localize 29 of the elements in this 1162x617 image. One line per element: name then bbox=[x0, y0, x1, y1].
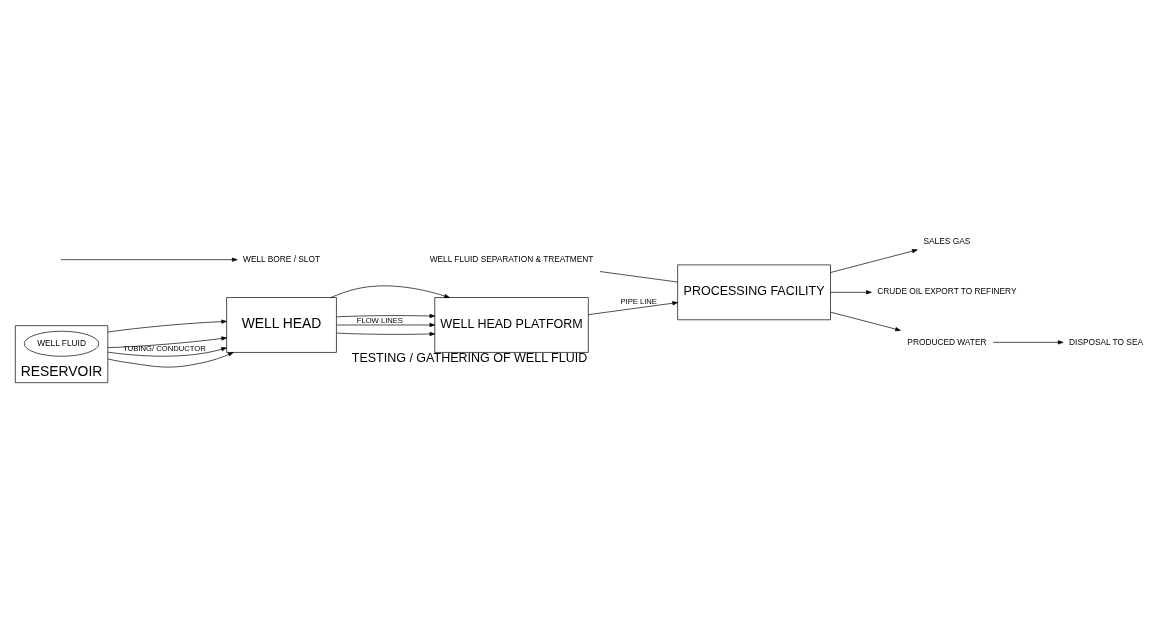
node-text: PRODUCED WATER bbox=[907, 336, 987, 347]
arrow bbox=[107, 335, 227, 348]
arrow bbox=[61, 257, 238, 262]
arrow bbox=[107, 351, 234, 367]
arrow bbox=[830, 248, 918, 273]
arrow bbox=[336, 331, 436, 336]
arrow bbox=[992, 339, 1064, 344]
node-ellipse: WELL FLUID bbox=[23, 330, 100, 357]
node-text: CRUDE OIL EXPORT TO REFINERY bbox=[877, 285, 1017, 296]
arrow bbox=[336, 313, 436, 318]
connector bbox=[599, 270, 678, 282]
arrow bbox=[830, 289, 872, 294]
node-box: PROCESSING FACILITY bbox=[677, 264, 831, 320]
edge-label: PIPE LINE bbox=[620, 296, 657, 306]
arrow bbox=[107, 319, 227, 332]
node-text: WELL BORE / SLOT bbox=[243, 253, 321, 264]
node-text: SALES GAS bbox=[923, 235, 971, 246]
edge-label: TUBING/ CONDUCTOR bbox=[123, 343, 206, 353]
edge-label: FLOW LINES bbox=[356, 315, 403, 325]
node-label: TESTING / GATHERING OF WELL FLUID bbox=[351, 350, 588, 365]
node-box: WELL HEAD PLATFORM bbox=[434, 296, 589, 353]
arrow bbox=[830, 311, 901, 331]
arrow bbox=[107, 346, 227, 357]
node-text: WELL FLUID SEPARATION & TREATMENT bbox=[429, 253, 594, 264]
arrow bbox=[336, 322, 436, 327]
arrow bbox=[588, 300, 678, 315]
node-box: WELL HEAD bbox=[226, 296, 337, 353]
node-text: DISPOSAL TO SEA bbox=[1069, 336, 1143, 347]
arrow bbox=[330, 285, 450, 298]
